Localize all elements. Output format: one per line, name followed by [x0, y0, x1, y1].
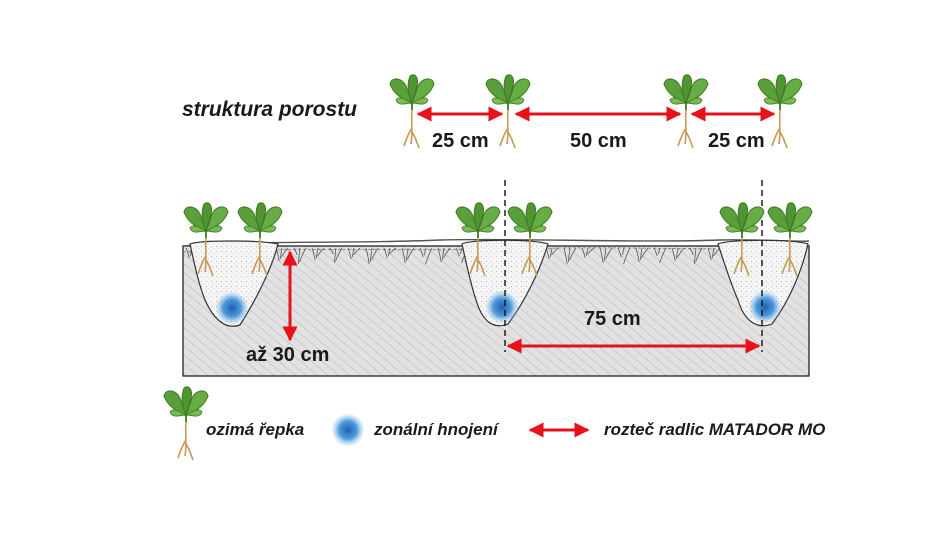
- legend-arrow-label: rozteč radlic MATADOR MO: [604, 420, 826, 439]
- diagram-title: struktura porostu: [182, 98, 358, 121]
- fertilizer-zone-icon: [749, 291, 781, 323]
- rapeseed-plant-icon: [663, 73, 709, 149]
- rapeseed-plant-icon: [485, 73, 531, 149]
- label-25cm-right: 25 cm: [708, 130, 765, 152]
- legend-plant-label: ozimá řepka: [206, 420, 305, 439]
- label-depth: až 30 cm: [246, 344, 330, 366]
- rapeseed-plant-icon: [389, 73, 435, 149]
- legend-fertilizer-label: zonální hnojení: [374, 420, 498, 439]
- label-25cm-left: 25 cm: [432, 130, 489, 152]
- fertilizer-zone-icon: [216, 292, 248, 324]
- fertilizer-zone-icon: [486, 291, 518, 323]
- label-75cm: 75 cm: [584, 308, 641, 330]
- label-50cm: 50 cm: [570, 130, 627, 152]
- fertilizer-zone-icon: [332, 414, 364, 446]
- rapeseed-plant-icon: [163, 385, 209, 461]
